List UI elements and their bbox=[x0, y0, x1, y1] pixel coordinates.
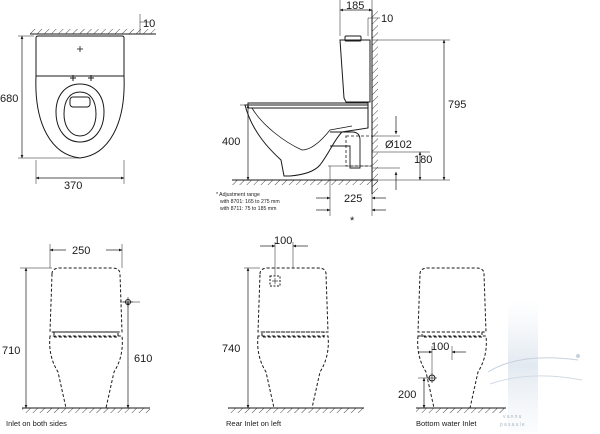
dim-height-view-2: 740 bbox=[222, 343, 240, 355]
floor-hatch-side bbox=[232, 180, 378, 185]
cistern-front-3 bbox=[417, 267, 487, 333]
dim-inlet-height-view-3: 200 bbox=[398, 389, 416, 401]
caption-view-1: Inlet on both sides bbox=[6, 419, 67, 428]
bowl-outline-top bbox=[35, 75, 125, 159]
watermark-logo bbox=[487, 300, 583, 432]
cistern-front-2 bbox=[257, 267, 329, 333]
wall-hatch-top bbox=[30, 29, 156, 34]
dim-wall-gap: 10 bbox=[381, 13, 393, 25]
seat-inner-top bbox=[63, 91, 97, 137]
seat-outline-top bbox=[55, 83, 105, 143]
flush-button-left bbox=[70, 75, 76, 81]
top-view bbox=[18, 14, 156, 184]
outlet-pipe bbox=[345, 135, 373, 167]
adjustment-note-title: * Adjustment range bbox=[216, 192, 260, 198]
dim-inlet-offset-view-2: 100 bbox=[274, 235, 292, 247]
front-view-1 bbox=[20, 244, 150, 413]
dim-total-height: 795 bbox=[448, 99, 466, 111]
floor-hatch-front-2 bbox=[228, 408, 364, 413]
caption-view-3: Bottom water Inlet bbox=[416, 419, 477, 428]
cistern-front-1 bbox=[49, 267, 123, 333]
dim-cistern-top: 185 bbox=[346, 0, 364, 12]
adjustment-note-line-2: with 8711: 75 to 185 mm bbox=[220, 206, 276, 212]
flush-button-right bbox=[88, 75, 94, 81]
bowl-front-1 bbox=[49, 335, 123, 409]
watermark-text-1: vannu bbox=[503, 414, 523, 420]
dim-height-view-1: 710 bbox=[2, 345, 20, 357]
dim-seat-height: 400 bbox=[222, 136, 240, 148]
front-view-2 bbox=[228, 242, 364, 413]
dim-outlet-height: 180 bbox=[414, 154, 432, 166]
dim-inlet-height-view-1: 610 bbox=[134, 353, 152, 365]
dim-outlet-diameter: Ø102 bbox=[385, 139, 412, 151]
dim-inlet-offset-view-3: 100 bbox=[431, 341, 449, 353]
cistern-side bbox=[339, 39, 371, 103]
floor-hatch-front-1 bbox=[22, 408, 150, 413]
floor-hatch-front-3 bbox=[416, 408, 506, 413]
wall-hatch-side bbox=[372, 10, 378, 194]
dim-top-width: 370 bbox=[64, 180, 82, 192]
front-view-3 bbox=[416, 267, 506, 413]
dim-top-depth: 680 bbox=[0, 93, 18, 105]
cistern-outline-top bbox=[35, 35, 125, 77]
side-view bbox=[232, 0, 450, 216]
watermark-text-2: pasaule bbox=[500, 422, 526, 428]
dim-outlet-distance: 225 bbox=[344, 193, 362, 205]
adjustment-note-line-1: with 8701: 165 to 275 mm bbox=[220, 199, 280, 205]
bowl-side bbox=[244, 104, 369, 177]
trap-side bbox=[330, 131, 361, 169]
dim-inlet-spacing: 250 bbox=[72, 245, 90, 257]
bowl-front-2 bbox=[257, 335, 329, 409]
footnote-marker: * bbox=[350, 215, 355, 227]
dim-top-tank-offset: 10 bbox=[143, 18, 155, 30]
caption-view-2: Rear Inlet on left bbox=[226, 419, 282, 428]
